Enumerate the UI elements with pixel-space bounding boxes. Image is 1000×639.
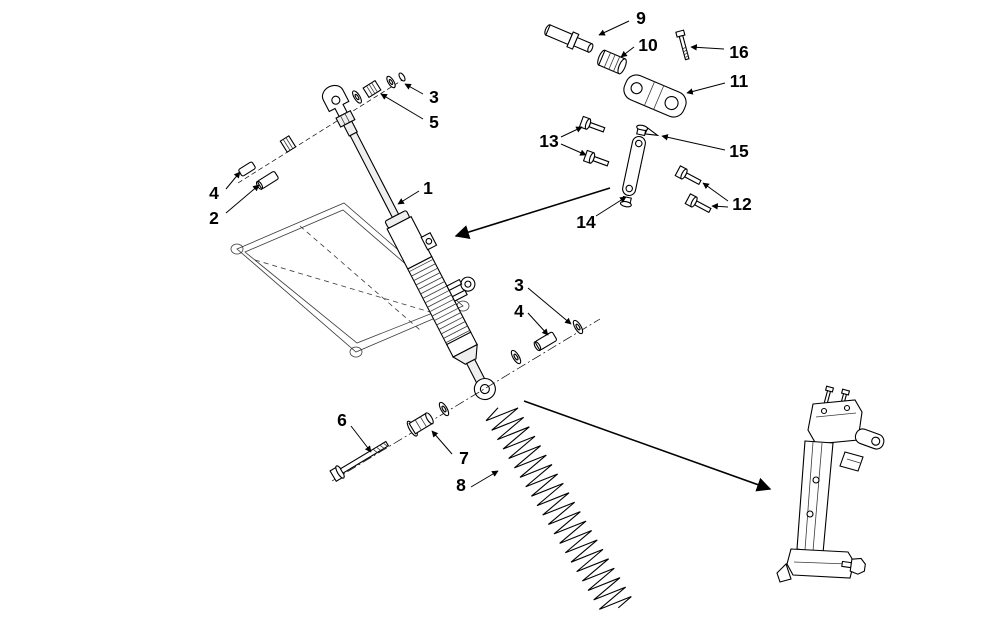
bolt-12a — [674, 165, 702, 186]
callout-6: 6 — [337, 410, 347, 430]
pivot-bushing-10 — [597, 49, 627, 75]
washer-5a — [352, 90, 362, 104]
washer-lower-b — [510, 349, 522, 365]
bolt-13b — [582, 149, 610, 167]
washer-3b — [398, 72, 406, 82]
washer-3a — [386, 75, 396, 89]
pointer-arrow-shock — [454, 187, 611, 240]
spacer-lower-4 — [533, 331, 557, 352]
bolt-16 — [675, 29, 690, 61]
callout-13: 13 — [539, 131, 559, 151]
callout-14: 14 — [576, 212, 596, 232]
callout-8: 8 — [456, 475, 466, 495]
callout-4-left: 4 — [209, 183, 219, 203]
shock-absorber — [321, 84, 496, 401]
sway-bar-link-14 — [619, 124, 649, 208]
pivot-shaft-9 — [544, 24, 594, 53]
spacer-4 — [238, 161, 256, 177]
washer-lower-a — [438, 401, 450, 417]
bushing-7 — [406, 412, 434, 437]
callout-5: 5 — [429, 112, 439, 132]
bolt-13a — [578, 115, 606, 133]
callout-3-top: 3 — [429, 87, 439, 107]
pivot-bracket-11 — [623, 74, 687, 118]
callout-3-mid: 3 — [514, 275, 524, 295]
spindle-assembly — [776, 385, 885, 583]
callout-12: 12 — [732, 194, 752, 214]
callout-2: 2 — [209, 208, 219, 228]
lower-mount-axis — [331, 318, 601, 482]
callout-9: 9 — [636, 8, 646, 28]
mount-bolt-6 — [329, 440, 390, 483]
coil-spring-8 — [485, 407, 632, 610]
washer-lower-3 — [572, 319, 584, 335]
upper-mount-axis — [237, 78, 405, 184]
callout-10: 10 — [638, 35, 658, 55]
bolt-12b — [684, 193, 712, 214]
callout-1: 1 — [423, 178, 433, 198]
ribbed-adapter — [362, 79, 382, 99]
lock-nut — [279, 135, 297, 153]
callout-16: 16 — [729, 42, 749, 62]
callout-4-mid: 4 — [514, 301, 524, 321]
leader-lines — [225, 20, 729, 488]
pointer-arrow-spindle — [523, 400, 772, 492]
callout-15: 15 — [729, 141, 749, 161]
callout-11: 11 — [730, 71, 749, 91]
callout-labels: 1 2 3 4 5 3 4 6 7 8 9 10 11 12 13 14 15 … — [209, 8, 752, 495]
spacer-2 — [255, 171, 279, 190]
callout-7: 7 — [459, 448, 469, 468]
